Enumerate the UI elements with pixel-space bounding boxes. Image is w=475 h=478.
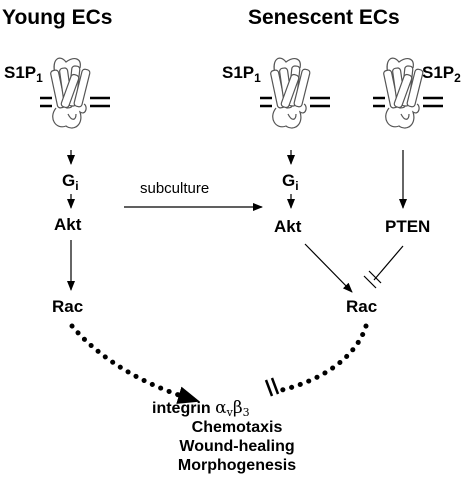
senescent-gi-label: Gi: [282, 171, 299, 193]
young-rac-dotted-arrow: [69, 323, 191, 401]
header-senescent-ecs: Senescent ECs: [248, 6, 400, 29]
senescent-rac-inhibition-bar-1: [264, 379, 274, 397]
young-gi-label: Gi: [62, 171, 79, 193]
senescent-s1p1-receptor-icon: [258, 56, 332, 130]
senescent-rac-dotted-line: [279, 323, 369, 393]
young-receptor-label: S1P1: [4, 63, 43, 85]
senescent-receptor1-label: S1P1: [222, 63, 261, 85]
subculture-label: subculture: [140, 180, 209, 197]
outcome-chemotaxis: Chemotaxis: [192, 419, 283, 436]
outcome-wound-healing: Wound-healing: [179, 438, 294, 455]
pten-inhibition-bar-1: [363, 275, 377, 289]
senescent-rac-label: Rac: [346, 297, 377, 316]
senescent-rac-inhibition-bar-2: [270, 377, 280, 395]
senescent-akt-label: Akt: [274, 217, 302, 236]
young-akt-label: Akt: [54, 215, 82, 234]
pten-inhibits-rac-line: [373, 245, 404, 281]
young-rac-label: Rac: [52, 297, 83, 316]
young-s1p1-receptor-icon: [38, 56, 112, 130]
outcome-morphogenesis: Morphogenesis: [178, 457, 296, 474]
senescent-receptor2-label: S1P2: [422, 63, 461, 85]
pten-label: PTEN: [385, 217, 430, 236]
pten-inhibition-bar-2: [368, 270, 382, 284]
young-rac-arrowhead: [176, 386, 200, 404]
header-young-ecs: Young ECs: [2, 6, 112, 29]
outcome-integrin: integrin αvβ3: [152, 398, 250, 419]
senescent-akt-to-rac-arrow: [304, 243, 353, 293]
